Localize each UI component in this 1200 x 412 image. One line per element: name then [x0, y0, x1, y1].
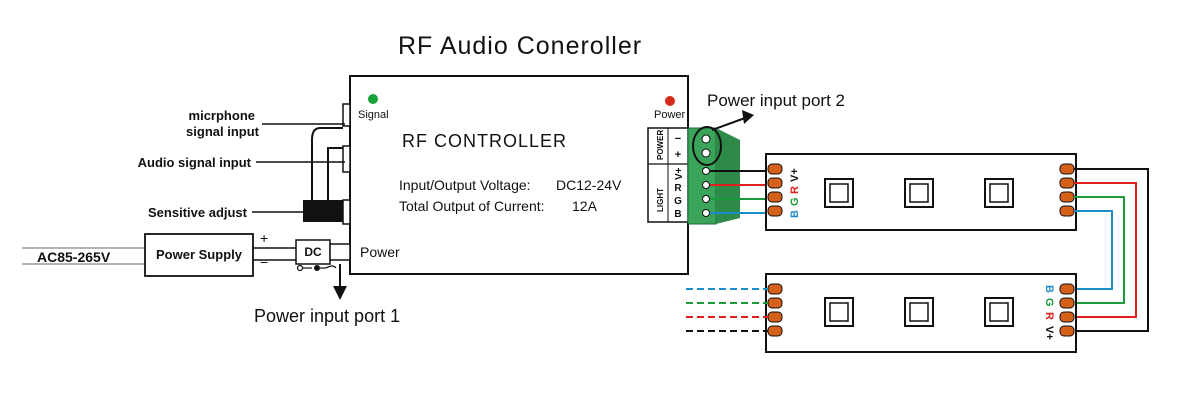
port1-arrow-head — [333, 286, 347, 300]
strip-bot-pad-r2 — [1059, 297, 1075, 309]
strip-bot-led-3-inner — [989, 302, 1009, 322]
controller-box — [349, 75, 689, 275]
strip-bot-led-2-inner — [909, 302, 929, 322]
strip-top-label-g: G — [789, 197, 801, 206]
controller-label: RF CONTROLLER — [402, 131, 567, 151]
port2-highlight — [692, 126, 722, 166]
strip-top-pad-l3 — [767, 191, 783, 203]
strip-bot-pad-l2 — [767, 297, 783, 309]
strip-top-pad-l2 — [767, 177, 783, 189]
terminal-block — [687, 127, 717, 225]
power-led — [665, 96, 675, 106]
port2-arrow-head — [742, 110, 754, 124]
strip-bot-pad-r3 — [1059, 311, 1075, 323]
pin-minus: − — [675, 133, 681, 145]
dc-plug-tip — [329, 243, 351, 261]
screw-g — [702, 195, 710, 203]
strip-top-label-b: B — [789, 210, 801, 218]
light-terminal-label: LIGHT — [656, 188, 665, 212]
mic-label-2: signal input — [186, 124, 260, 139]
power-input-label: Power — [360, 244, 400, 260]
diagram-title: RF Audio Coneroller — [398, 32, 642, 60]
current-label: Total Output of Current: — [399, 198, 545, 214]
power-terminal-label: POWER — [656, 130, 665, 160]
power-supply-box — [144, 233, 254, 277]
strip-top-pad-r4 — [1059, 205, 1075, 217]
strip-top-pad-r2 — [1059, 177, 1075, 189]
audio-jack — [342, 145, 351, 173]
pin-g: G — [674, 196, 682, 207]
current-value: 12A — [572, 198, 598, 214]
link-wire-blue — [1074, 210, 1113, 290]
strip-top-led-2-inner — [909, 183, 929, 203]
strip-bot-pad-r4 — [1059, 325, 1075, 337]
dc-symbol-arc — [325, 265, 337, 269]
strip-top-led-3-inner — [989, 183, 1009, 203]
strip-bot-pad-l1 — [767, 283, 783, 295]
port1-label: Power input port 1 — [254, 306, 400, 326]
strip-top-pad-l4 — [767, 205, 783, 217]
strip-top-label-v: V+ — [789, 168, 801, 182]
pin-v: V+ — [674, 167, 685, 180]
mic-label-1: micrphone — [189, 108, 255, 123]
link-wire-red — [1074, 182, 1137, 318]
supply-plus: + — [260, 230, 268, 246]
strip-top-led-1-inner — [829, 183, 849, 203]
link-wire-black — [1074, 168, 1149, 332]
power-led-label: Power — [654, 109, 686, 121]
voltage-label: Input/Output Voltage: — [399, 177, 531, 193]
strip-bot-pad-l3 — [767, 311, 783, 323]
knob-socket — [342, 199, 351, 225]
strip-bot-led-1-inner — [829, 302, 849, 322]
signal-led-label: Signal — [358, 109, 389, 121]
strip-top-pad-r3 — [1059, 191, 1075, 203]
ac-voltage-label: AC85-265V — [37, 249, 111, 265]
port2-arrow-shaft — [711, 117, 746, 131]
voltage-value: DC12-24V — [556, 177, 622, 193]
signal-led — [368, 94, 378, 104]
screw-r — [702, 181, 710, 189]
strip-bot-label-b: B — [1043, 285, 1055, 293]
strip-top-pad-l1 — [767, 163, 783, 175]
pin-b: B — [674, 209, 681, 220]
audio-label: Audio signal input — [138, 155, 252, 170]
power-supply-label: Power Supply — [156, 247, 243, 262]
sensitive-knob — [303, 200, 343, 222]
strip-bot-pad-l4 — [767, 325, 783, 337]
pin-plus: + — [675, 149, 681, 161]
supply-minus: − — [260, 254, 268, 270]
sensitive-label: Sensitive adjust — [148, 205, 248, 220]
mic-jack — [342, 103, 351, 127]
port2-label: Power input port 2 — [707, 91, 845, 110]
dc-plug-label: DC — [304, 245, 322, 259]
led-strip-top — [765, 153, 1077, 231]
link-wire-green — [1074, 196, 1125, 304]
strip-bot-label-r: R — [1043, 312, 1055, 320]
dc-symbol-center — [314, 265, 320, 271]
dc-symbol-left — [296, 264, 304, 272]
strip-top-pad-r1 — [1059, 163, 1075, 175]
strip-bot-pad-r1 — [1059, 283, 1075, 295]
strip-top-label-r: R — [789, 186, 801, 194]
pin-r: R — [674, 183, 682, 194]
terminal-block-side — [716, 128, 740, 224]
screw-b — [702, 209, 710, 217]
screw-plus — [701, 148, 711, 158]
screw-v — [702, 167, 710, 175]
screw-minus — [701, 134, 711, 144]
strip-bot-label-g: G — [1043, 298, 1055, 307]
left-bracket-lines — [311, 127, 343, 200]
strip-bot-label-v: V+ — [1043, 326, 1055, 340]
